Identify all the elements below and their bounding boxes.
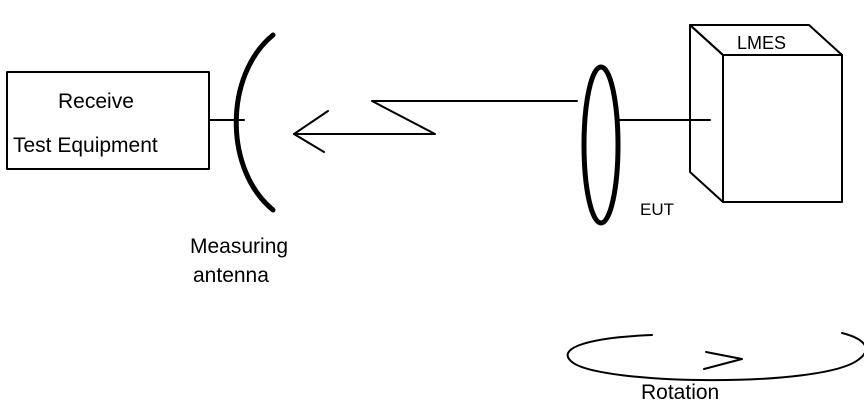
rotation-arrowhead: [703, 351, 743, 370]
eut-label: EUT: [640, 200, 674, 219]
measuring-antenna-reflector: [233, 32, 276, 213]
measuring-label: Measuring: [190, 235, 289, 258]
lmes-cube: [689, 24, 843, 203]
test-equipment-label: Test Equipment: [13, 134, 158, 157]
signal-arrowhead: [293, 110, 329, 153]
signal-arrow-shaft: [293, 100, 578, 135]
lmes-label: LMES: [737, 33, 787, 53]
rotation-label: Rotation: [641, 381, 720, 404]
receive-label: Receive: [58, 90, 134, 113]
eut-antenna-ellipse: [581, 64, 621, 226]
rotation-path: [566, 332, 864, 382]
antenna-label: antenna: [193, 264, 269, 287]
